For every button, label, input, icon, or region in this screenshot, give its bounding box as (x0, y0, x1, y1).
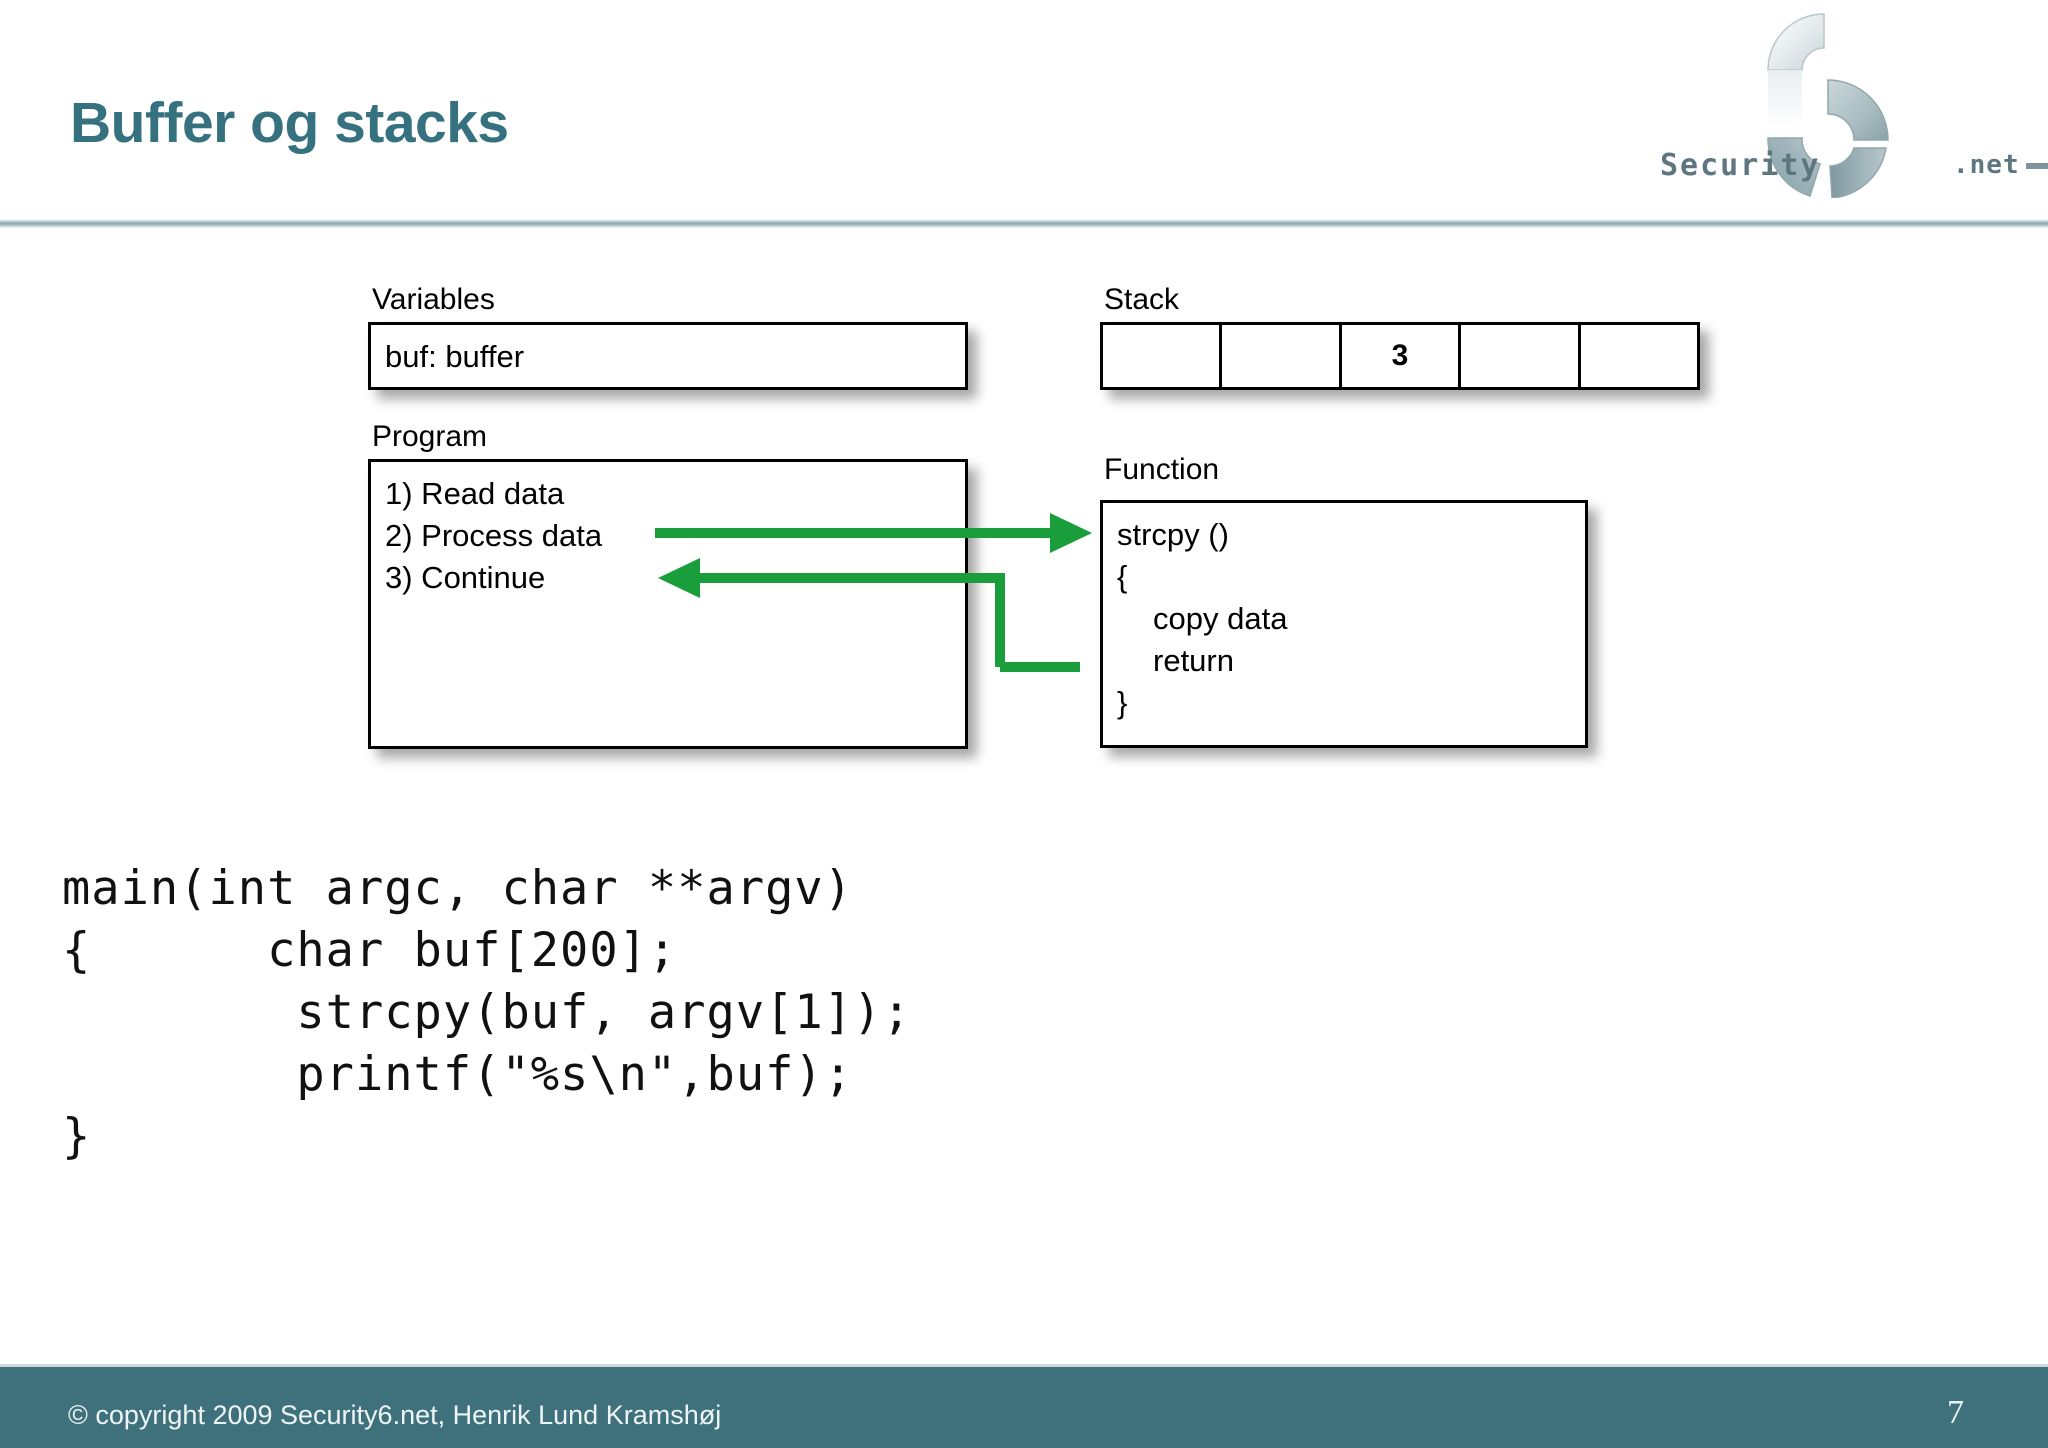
function-line-0: strcpy () (1117, 517, 1229, 552)
function-box: strcpy () { copy data return } (1100, 500, 1588, 748)
page-number: 7 (1947, 1394, 1964, 1431)
stack-cell (1103, 325, 1223, 387)
stack-label: Stack (1104, 283, 1180, 316)
source-code-block: main(int argc, char **argv) { char buf[2… (62, 861, 912, 1164)
logo-wordmark: Security (1660, 148, 1821, 183)
header-divider (0, 219, 2048, 228)
variables-row-0: buf: buffer (385, 339, 525, 374)
function-line-4: } (1117, 685, 1128, 720)
function-line-1: { (1117, 559, 1128, 594)
stack-cell (1461, 325, 1581, 387)
footer-hairline (0, 1364, 2048, 1367)
stack-cell: 3 (1342, 325, 1462, 387)
logo-tld: .net (1953, 150, 2020, 180)
stack-cell (1222, 325, 1342, 387)
program-line-0: 1) Read data (385, 476, 565, 511)
program-box: 1) Read data 2) Process data 3) Continue (368, 459, 968, 749)
stack-box: 3 (1100, 322, 1700, 390)
footer-copyright: © copyright 2009 Security6.net, Henrik L… (68, 1400, 722, 1430)
function-label: Function (1104, 453, 1220, 486)
program-line-1: 2) Process data (385, 518, 603, 553)
variables-box: buf: buffer (368, 322, 968, 390)
logo-tail-rule (2026, 163, 2048, 169)
function-line-3: return (1153, 643, 1234, 678)
page-title: Buffer og stacks (70, 91, 509, 155)
footer-bar (0, 1367, 2048, 1448)
program-line-2: 3) Continue (385, 560, 546, 595)
program-label: Program (372, 420, 488, 453)
stack-cell (1581, 325, 1697, 387)
security6-logo-icon (1767, 13, 1889, 198)
function-line-2: copy data (1153, 601, 1288, 636)
variables-label: Variables (372, 283, 495, 316)
